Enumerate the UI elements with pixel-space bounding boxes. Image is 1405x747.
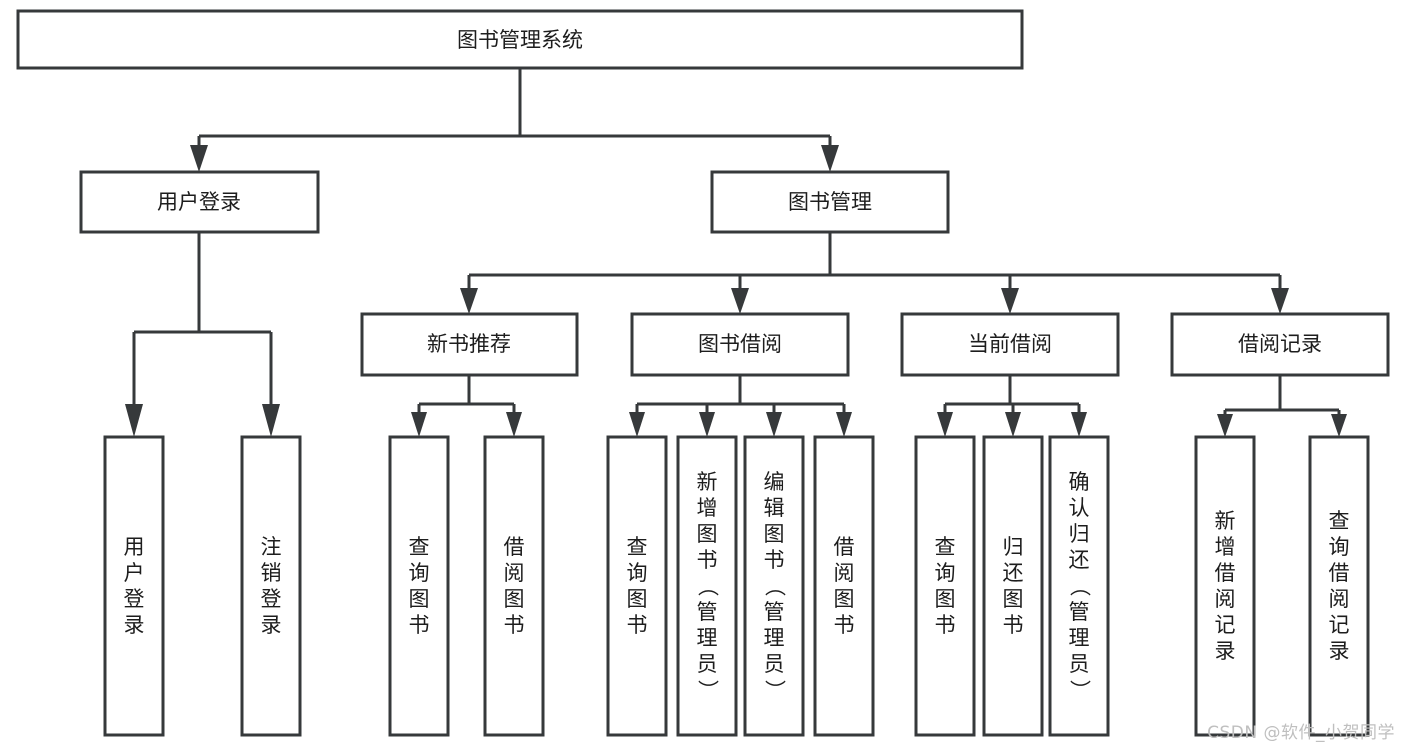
arrowhead-currentborrow-leaf-2: [1005, 412, 1021, 437]
node-leaf-query-book-recommend[interactable]: [388, 435, 450, 737]
node-leaf-borrow-book-recommend[interactable]: [483, 435, 545, 737]
node-current-borrow[interactable]: [900, 312, 1120, 377]
label-current-borrow: 当前借阅: [968, 332, 1052, 356]
arrowhead-leaf-logout: [262, 404, 280, 437]
arrowhead-newbook-leaf-2: [506, 412, 522, 437]
label-book-borrow: 图书借阅: [698, 332, 782, 356]
node-leaf-query-borrow-record[interactable]: [1308, 435, 1370, 737]
label-root-system: 图书管理系统: [457, 28, 583, 52]
node-leaf-return-book[interactable]: [982, 435, 1044, 737]
node-leaf-confirm-return-admin[interactable]: [1048, 435, 1110, 737]
node-book-borrow[interactable]: [630, 312, 850, 377]
arrowhead-bookborrow-leaf-2: [699, 412, 715, 437]
arrowhead-book-mgmt: [821, 145, 839, 172]
arrowhead-user-login: [190, 145, 208, 172]
node-leaf-query-book-borrow[interactable]: [606, 435, 668, 737]
arrowhead-bookborrow-leaf-3: [766, 412, 782, 437]
node-leaf-add-borrow-record[interactable]: [1194, 435, 1256, 737]
node-leaf-logout[interactable]: [240, 435, 302, 737]
arrowhead-bookborrow-leaf-1: [629, 412, 645, 437]
node-user-login[interactable]: [79, 170, 320, 234]
arrowhead-book-borrow: [731, 288, 749, 314]
arrowhead-borrow-record: [1271, 288, 1289, 314]
arrowhead-current-borrow: [1001, 288, 1019, 314]
arrowhead-new-book-recommend: [460, 288, 478, 314]
node-new-book-recommend[interactable]: [360, 312, 579, 377]
label-borrow-record: 借阅记录: [1238, 332, 1322, 356]
node-leaf-add-book-admin[interactable]: [676, 435, 738, 737]
arrowhead-leaf-user-login: [125, 404, 143, 437]
arrowhead-bookborrow-leaf-4: [836, 412, 852, 437]
label-new-book-recommend: 新书推荐: [427, 332, 511, 356]
arrowhead-borrowrecord-leaf-1: [1217, 414, 1233, 437]
arrowhead-newbook-leaf-1: [411, 412, 427, 437]
label-user-login: 用户登录: [157, 190, 241, 214]
node-leaf-edit-book-admin[interactable]: [743, 435, 805, 737]
node-book-management[interactable]: [710, 170, 950, 234]
label-book-management: 图书管理: [788, 190, 872, 214]
arrowhead-borrowrecord-leaf-2: [1331, 414, 1347, 437]
arrowhead-currentborrow-leaf-1: [937, 412, 953, 437]
nodes-group: [16, 9, 1390, 737]
node-leaf-borrow-book[interactable]: [813, 435, 875, 737]
arrowhead-currentborrow-leaf-3: [1071, 412, 1087, 437]
horizontal-labels-group: 图书管理系统 用户登录 图书管理 新书推荐 图书借阅 当前借阅 借阅记录: [157, 28, 1322, 356]
node-leaf-user-login[interactable]: [103, 435, 165, 737]
node-leaf-query-book-current[interactable]: [914, 435, 976, 737]
edges-group: [125, 68, 1347, 437]
node-borrow-record[interactable]: [1170, 312, 1390, 377]
csdn-watermark: CSDN @软件_小贺同学: [1207, 723, 1395, 743]
node-root-system[interactable]: [16, 9, 1024, 70]
